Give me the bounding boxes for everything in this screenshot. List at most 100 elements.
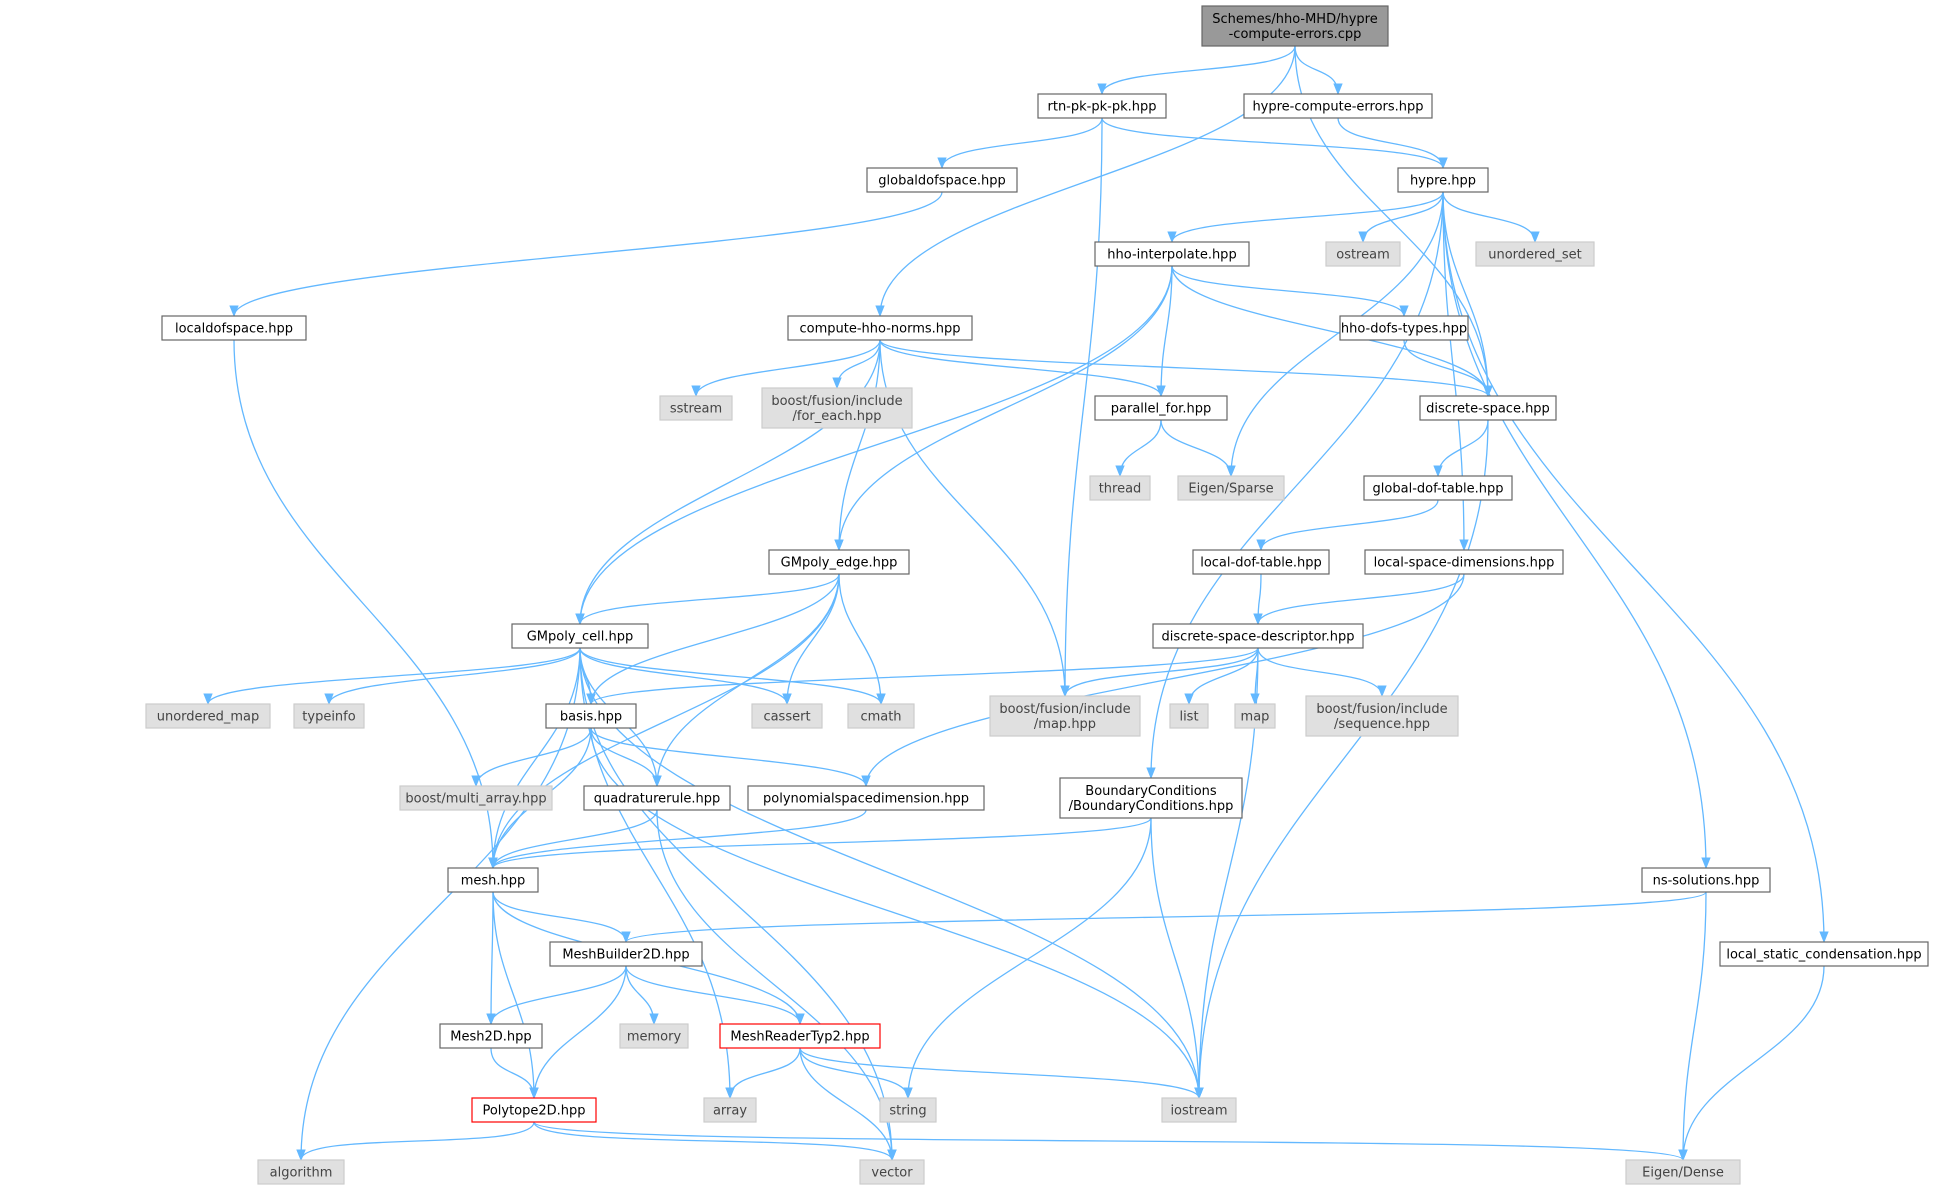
edge-bc-to-mesh	[488, 817, 1152, 870]
node-box	[1419, 395, 1557, 421]
node-label: unordered_map	[157, 710, 260, 725]
node-iostream: iostream	[1161, 1097, 1237, 1123]
node-label: -compute-errors.cpp	[1229, 27, 1362, 42]
node-box	[768, 549, 910, 575]
edge-bc-to-iostream	[1150, 817, 1204, 1100]
edge-hhoi-to-gpc	[575, 265, 1173, 626]
node-mesh[interactable]: mesh.hpp	[447, 867, 539, 893]
node-root[interactable]: Schemes/hho-MHD/hypre-compute-errors.cpp	[1201, 5, 1389, 47]
edge-gpc-to-typeinfo	[324, 647, 581, 706]
edge-hypre-to-ds	[1442, 191, 1493, 398]
edge-mrt2-to-array	[725, 1047, 801, 1100]
node-nss[interactable]: ns-solutions.hpp	[1641, 867, 1771, 893]
node-box	[1243, 93, 1433, 119]
node-list: list	[1169, 703, 1209, 729]
node-label: hho-interpolate.hpp	[1107, 248, 1236, 263]
node-hypre[interactable]: hypre.hpp	[1397, 167, 1489, 193]
node-box	[1169, 703, 1209, 729]
node-label: rtn-pk-pk-pk.hpp	[1048, 100, 1157, 115]
node-label: map	[1241, 710, 1270, 725]
node-thread: thread	[1089, 475, 1151, 501]
node-label: typeinfo	[302, 710, 355, 725]
node-label: boost/multi_array.hpp	[405, 792, 546, 807]
node-label: MeshReaderTyp2.hpp	[730, 1030, 869, 1045]
edge-hypre-to-ostream	[1358, 191, 1444, 244]
node-bfmap: boost/fusion/include/map.hpp	[989, 695, 1141, 737]
node-label: basis.hpp	[560, 710, 622, 725]
node-gpe[interactable]: GMpoly_edge.hpp	[768, 549, 910, 575]
edge-basis-to-bma	[471, 727, 592, 788]
node-ldof[interactable]: localdofspace.hpp	[161, 315, 307, 341]
node-box	[619, 1023, 689, 1049]
node-vector: vector	[859, 1159, 925, 1185]
node-qr[interactable]: quadraturerule.hpp	[583, 785, 731, 811]
edge-p2d-to-algorithm	[296, 1121, 535, 1162]
node-bfseq: boost/fusion/include/sequence.hpp	[1305, 695, 1459, 737]
node-label: hypre.hpp	[1410, 174, 1476, 189]
node-umap: unordered_map	[145, 703, 271, 729]
node-ds[interactable]: discrete-space.hpp	[1419, 395, 1557, 421]
edge-hypre-to-esparse	[1226, 191, 1444, 478]
node-box	[1364, 549, 1564, 575]
edge-nss-to-mb2d	[621, 891, 1707, 944]
node-label: list	[1179, 710, 1198, 725]
node-hhoi[interactable]: hho-interpolate.hpp	[1094, 241, 1250, 267]
node-label: thread	[1099, 482, 1142, 497]
node-box	[549, 941, 703, 967]
node-gdt[interactable]: global-dof-table.hpp	[1363, 475, 1513, 501]
edge-ldt-to-dsd	[1253, 573, 1263, 626]
edge-mb2d-to-mrt2	[625, 965, 805, 1026]
edge-rtn-to-gdof	[937, 117, 1103, 170]
node-lsc[interactable]: local_static_condensation.hpp	[1719, 941, 1929, 967]
node-label: boost/fusion/include	[999, 702, 1130, 717]
node-label: array	[713, 1104, 747, 1119]
node-typeinfo: typeinfo	[293, 703, 365, 729]
node-map: map	[1234, 703, 1276, 729]
node-box	[859, 1159, 925, 1185]
node-label: /map.hpp	[1034, 717, 1096, 732]
node-pfor[interactable]: parallel_for.hpp	[1094, 395, 1228, 421]
node-basis[interactable]: basis.hpp	[545, 703, 637, 729]
node-box	[439, 1023, 543, 1049]
node-hce[interactable]: hypre-compute-errors.hpp	[1243, 93, 1433, 119]
node-p2d[interactable]: Polytope2D.hpp	[471, 1097, 597, 1123]
node-mb2d[interactable]: MeshBuilder2D.hpp	[549, 941, 703, 967]
node-label: boost/fusion/include	[771, 394, 902, 409]
node-gdof[interactable]: globaldofspace.hpp	[866, 167, 1018, 193]
node-box	[583, 785, 731, 811]
edge-mesh-to-p2d	[492, 891, 539, 1100]
edge-mesh-to-mb2d	[492, 891, 631, 944]
edge-bc-to-string	[903, 817, 1152, 1100]
edge-mrt2-to-iostream	[799, 1047, 1204, 1100]
node-rtn[interactable]: rtn-pk-pk-pk.hpp	[1037, 93, 1167, 119]
node-psd[interactable]: polynomialspacedimension.hpp	[747, 785, 985, 811]
node-box	[293, 703, 365, 729]
node-hdt[interactable]: hho-dofs-types.hpp	[1339, 315, 1469, 341]
node-dsd[interactable]: discrete-space-descriptor.hpp	[1152, 623, 1364, 649]
node-bma: boost/multi_array.hpp	[399, 785, 553, 811]
node-box	[659, 395, 733, 421]
edge-gdof-to-ldof	[229, 191, 943, 318]
node-m2d[interactable]: Mesh2D.hpp	[439, 1023, 543, 1049]
node-box	[1339, 315, 1469, 341]
edge-gdt-to-ldt	[1256, 499, 1439, 552]
node-bc[interactable]: BoundaryConditions/BoundaryConditions.hp…	[1059, 777, 1243, 819]
edge-gpc-to-umap	[203, 647, 581, 706]
edge-gpc-to-algorithm	[296, 647, 581, 1162]
node-box	[511, 623, 649, 649]
node-box	[1177, 475, 1285, 501]
edge-basis-to-psd	[590, 727, 871, 788]
node-box	[1641, 867, 1771, 893]
node-gpc[interactable]: GMpoly_cell.hpp	[511, 623, 649, 649]
edge-gpc-to-vector	[579, 647, 897, 1162]
node-box	[751, 703, 823, 729]
node-lsd[interactable]: local-space-dimensions.hpp	[1364, 549, 1564, 575]
node-ldt[interactable]: local-dof-table.hpp	[1192, 549, 1330, 575]
node-chn[interactable]: compute-hho-norms.hpp	[787, 315, 973, 341]
edge-root-to-rtn	[1097, 45, 1296, 96]
node-label: local_static_condensation.hpp	[1726, 948, 1921, 963]
edge-hypre-to-uset	[1442, 191, 1540, 244]
node-box	[1201, 5, 1389, 47]
node-mrt2[interactable]: MeshReaderTyp2.hpp	[719, 1023, 881, 1049]
node-esparse: Eigen/Sparse	[1177, 475, 1285, 501]
